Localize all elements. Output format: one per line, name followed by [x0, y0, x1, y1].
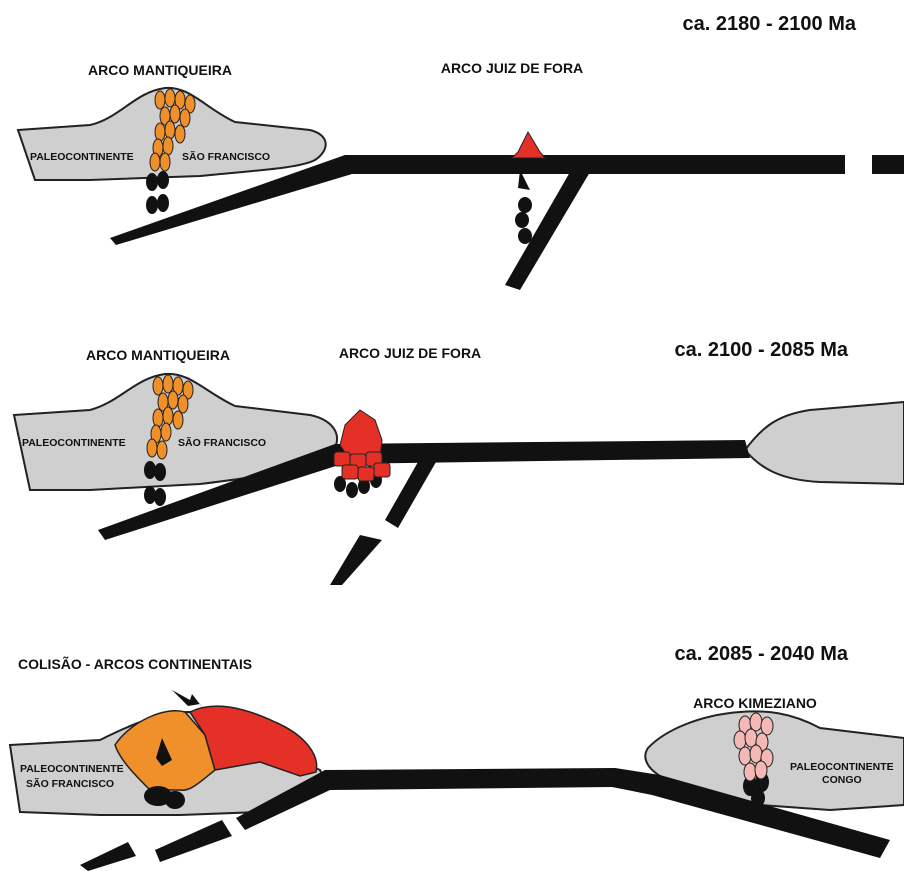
panel-3-sf-label-1: PALEOCONTINENTE	[20, 763, 124, 775]
panel-3-slab-fragment-1	[80, 842, 136, 871]
panel-1: ca. 2180 - 2100 Ma ARCO MANTIQUEIRA ARCO…	[18, 13, 904, 290]
panel-3-congo-label-2: CONGO	[822, 774, 862, 786]
panel-3-collision-title: COLISÃO - ARCOS CONTINENTAIS	[18, 655, 252, 672]
panel-2-congo-continent	[745, 402, 904, 484]
panel-1-age: ca. 2180 - 2100 Ma	[683, 13, 857, 35]
panel-2-juiz-de-fora-arc	[334, 410, 390, 481]
panel-1-plate-segment	[872, 155, 904, 174]
panel-3-age: ca. 2085 - 2040 Ma	[675, 643, 849, 665]
panel-1-juiz-de-fora-arc	[512, 132, 545, 158]
panel-3-slab-fragment-2	[155, 820, 232, 862]
panel-2-continent-label-2: SÃO FRANCISCO	[178, 436, 266, 449]
panel-3: ca. 2085 - 2040 Ma COLISÃO - ARCOS CONTI…	[10, 643, 904, 871]
panel-2-age: ca. 2100 - 2085 Ma	[675, 339, 849, 361]
panel-3-congo-label-1: PALEOCONTINENTE	[790, 761, 894, 773]
panel-1-arc-juiz-de-fora-label: ARCO JUIZ DE FORA	[441, 60, 583, 76]
panel-3-arc-kimeziano-label: ARCO KIMEZIANO	[693, 695, 817, 711]
panel-2: ca. 2100 - 2085 Ma ARCO MANTIQUEIRA ARCO…	[14, 339, 904, 585]
panel-2-arc-juiz-de-fora-label: ARCO JUIZ DE FORA	[339, 345, 481, 361]
panel-2-juiz-slab-lower	[330, 535, 382, 585]
panel-3-sf-label-2: SÃO FRANCISCO	[26, 777, 114, 790]
panel-1-arc-mantiqueira-label: ARCO MANTIQUEIRA	[88, 62, 232, 78]
panel-2-juiz-slab-upper	[385, 462, 436, 528]
panel-1-continent-label-2: SÃO FRANCISCO	[182, 150, 270, 163]
panel-1-continent-label-1: PALEOCONTINENTE	[30, 151, 134, 163]
panel-1-juiz-slab	[505, 172, 590, 290]
panel-2-arc-mantiqueira-label: ARCO MANTIQUEIRA	[86, 347, 230, 363]
panel-2-continent-label-1: PALEOCONTINENTE	[22, 437, 126, 449]
